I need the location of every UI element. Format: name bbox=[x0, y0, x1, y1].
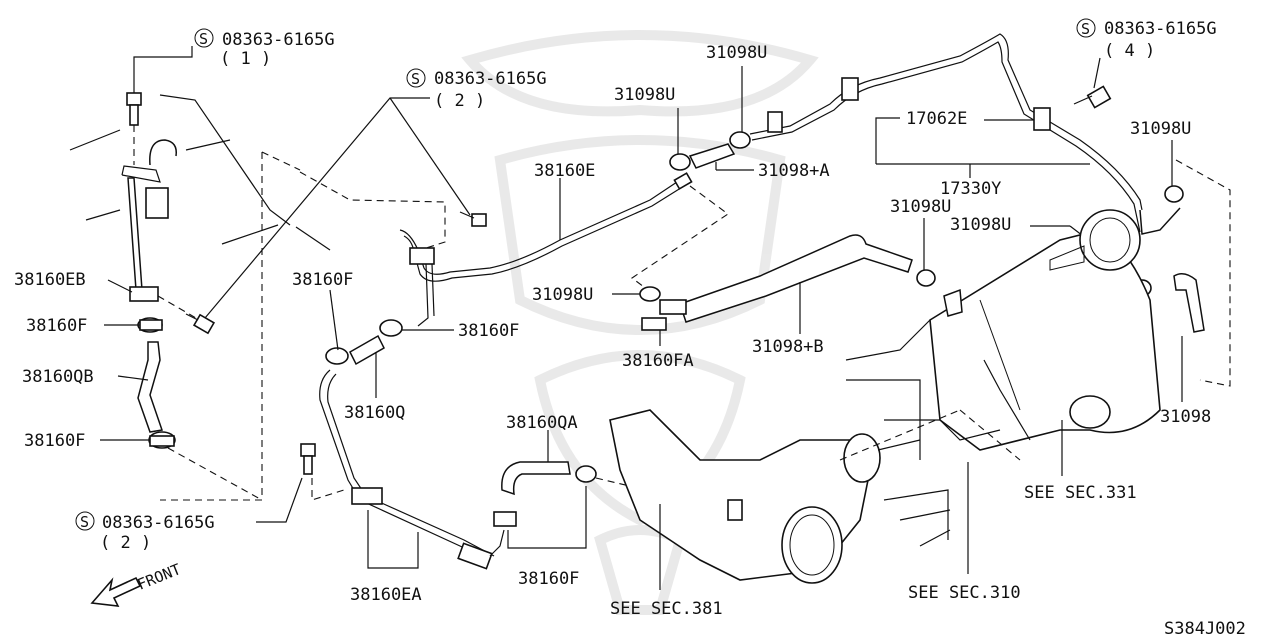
bolt-mid-b bbox=[459, 211, 487, 227]
label-38160F-left1: 38160F bbox=[26, 316, 87, 336]
label-31098plusA: 31098+A bbox=[758, 161, 830, 181]
label-31098U-e: 31098U bbox=[532, 285, 593, 305]
label-38160F-bottom: 38160F bbox=[518, 569, 579, 589]
clamp-38160F-left2 bbox=[148, 431, 176, 449]
label-38160F-right: 38160F bbox=[458, 321, 519, 341]
clamp-38160F-mid bbox=[325, 347, 349, 365]
label-38160QB: 38160QB bbox=[22, 367, 94, 387]
label-31098U-d: 31098U bbox=[950, 215, 1011, 235]
bolt-mid-qty: ( 2 ) bbox=[434, 91, 485, 111]
label-31098U-a: 31098U bbox=[614, 85, 675, 105]
clamp-31098U-e bbox=[639, 286, 661, 302]
label-38160EB: 38160EB bbox=[14, 270, 86, 290]
label-38160F-left2: 38160F bbox=[24, 431, 85, 451]
bolt-bottom-left-label: 08363-6165G bbox=[102, 513, 215, 533]
bolt-bottom-left bbox=[256, 443, 316, 523]
clamp-38160F-left1 bbox=[137, 317, 163, 333]
label-see-sec-310: SEE SEC.310 bbox=[908, 583, 1021, 603]
label-17062E: 17062E bbox=[906, 109, 967, 129]
hose-31098plusA bbox=[688, 143, 736, 169]
clamp-31098U-f bbox=[1164, 185, 1184, 203]
drawing-code: S384J002 bbox=[1164, 619, 1246, 638]
bolt-mid-a bbox=[185, 313, 216, 335]
bolt-top-left-qty: ( 1 ) bbox=[220, 49, 271, 69]
label-31098U-b: 31098U bbox=[706, 43, 767, 63]
pipe-17330Y bbox=[749, 33, 1181, 235]
hose-31098plusB bbox=[659, 234, 913, 323]
clamp-31098U-c bbox=[916, 269, 936, 287]
s-symbol-text-3: S bbox=[411, 70, 420, 88]
s-symbol-icon-2 bbox=[75, 511, 95, 531]
clamp-31098U-b bbox=[729, 131, 751, 149]
bolt-mid-label: 08363-6165G bbox=[434, 69, 547, 89]
pipe-38160EB bbox=[121, 139, 197, 319]
pipe-38160EA bbox=[311, 369, 505, 570]
label-31098U-c: 31098U bbox=[890, 197, 951, 217]
s-symbol-icon bbox=[194, 28, 214, 48]
clamp-38160FA bbox=[641, 317, 667, 331]
label-38160E: 38160E bbox=[534, 161, 595, 181]
hose-38160QB bbox=[117, 341, 163, 433]
label-38160Q: 38160Q bbox=[344, 403, 405, 423]
label-see-sec-381: SEE SEC.381 bbox=[610, 599, 723, 619]
clamp-31098U-a bbox=[669, 153, 691, 171]
bolt-top-left bbox=[126, 46, 193, 165]
bolt-bottom-left-qty: ( 2 ) bbox=[100, 533, 151, 553]
label-see-sec-331: SEE SEC.331 bbox=[1024, 483, 1137, 503]
bolt-top-right-label: 08363-6165G bbox=[1104, 19, 1217, 39]
bolt-top-right-qty: ( 4 ) bbox=[1104, 41, 1155, 61]
s-symbol-text-2: S bbox=[80, 513, 89, 531]
label-31098: 31098 bbox=[1160, 407, 1211, 427]
s-symbol-text-4: S bbox=[1081, 20, 1090, 38]
engine-outline-left bbox=[69, 94, 331, 501]
hose-38160QA bbox=[501, 461, 571, 496]
clamp-38160F-right bbox=[379, 319, 403, 337]
clamp-38160F-bottom bbox=[493, 465, 597, 527]
label-31098plusB: 31098+B bbox=[752, 337, 824, 357]
bolt-top-right bbox=[1073, 57, 1112, 109]
label-31098U-f: 31098U bbox=[1130, 119, 1191, 139]
bolt-top-left-label: 08363-6165G bbox=[222, 30, 335, 50]
front-arrow-icon bbox=[90, 576, 142, 607]
hose-31098 bbox=[1173, 273, 1205, 333]
label-38160F-mid: 38160F bbox=[292, 270, 353, 290]
hose-38160Q bbox=[349, 334, 385, 366]
s-symbol-icon-4 bbox=[1076, 18, 1096, 38]
s-symbol-icon-3 bbox=[406, 68, 426, 88]
pipe-38160E bbox=[399, 172, 729, 327]
label-17330Y: 17330Y bbox=[940, 179, 1001, 199]
front-label: FRONT bbox=[135, 560, 184, 594]
label-38160QA: 38160QA bbox=[506, 413, 578, 433]
label-38160EA: 38160EA bbox=[350, 585, 422, 605]
transfer-case bbox=[929, 209, 1161, 451]
label-38160FA: 38160FA bbox=[622, 351, 694, 371]
transmission-outline bbox=[839, 319, 1031, 547]
s-symbol-text: S bbox=[199, 30, 208, 48]
rear-diff-housing bbox=[609, 409, 881, 584]
